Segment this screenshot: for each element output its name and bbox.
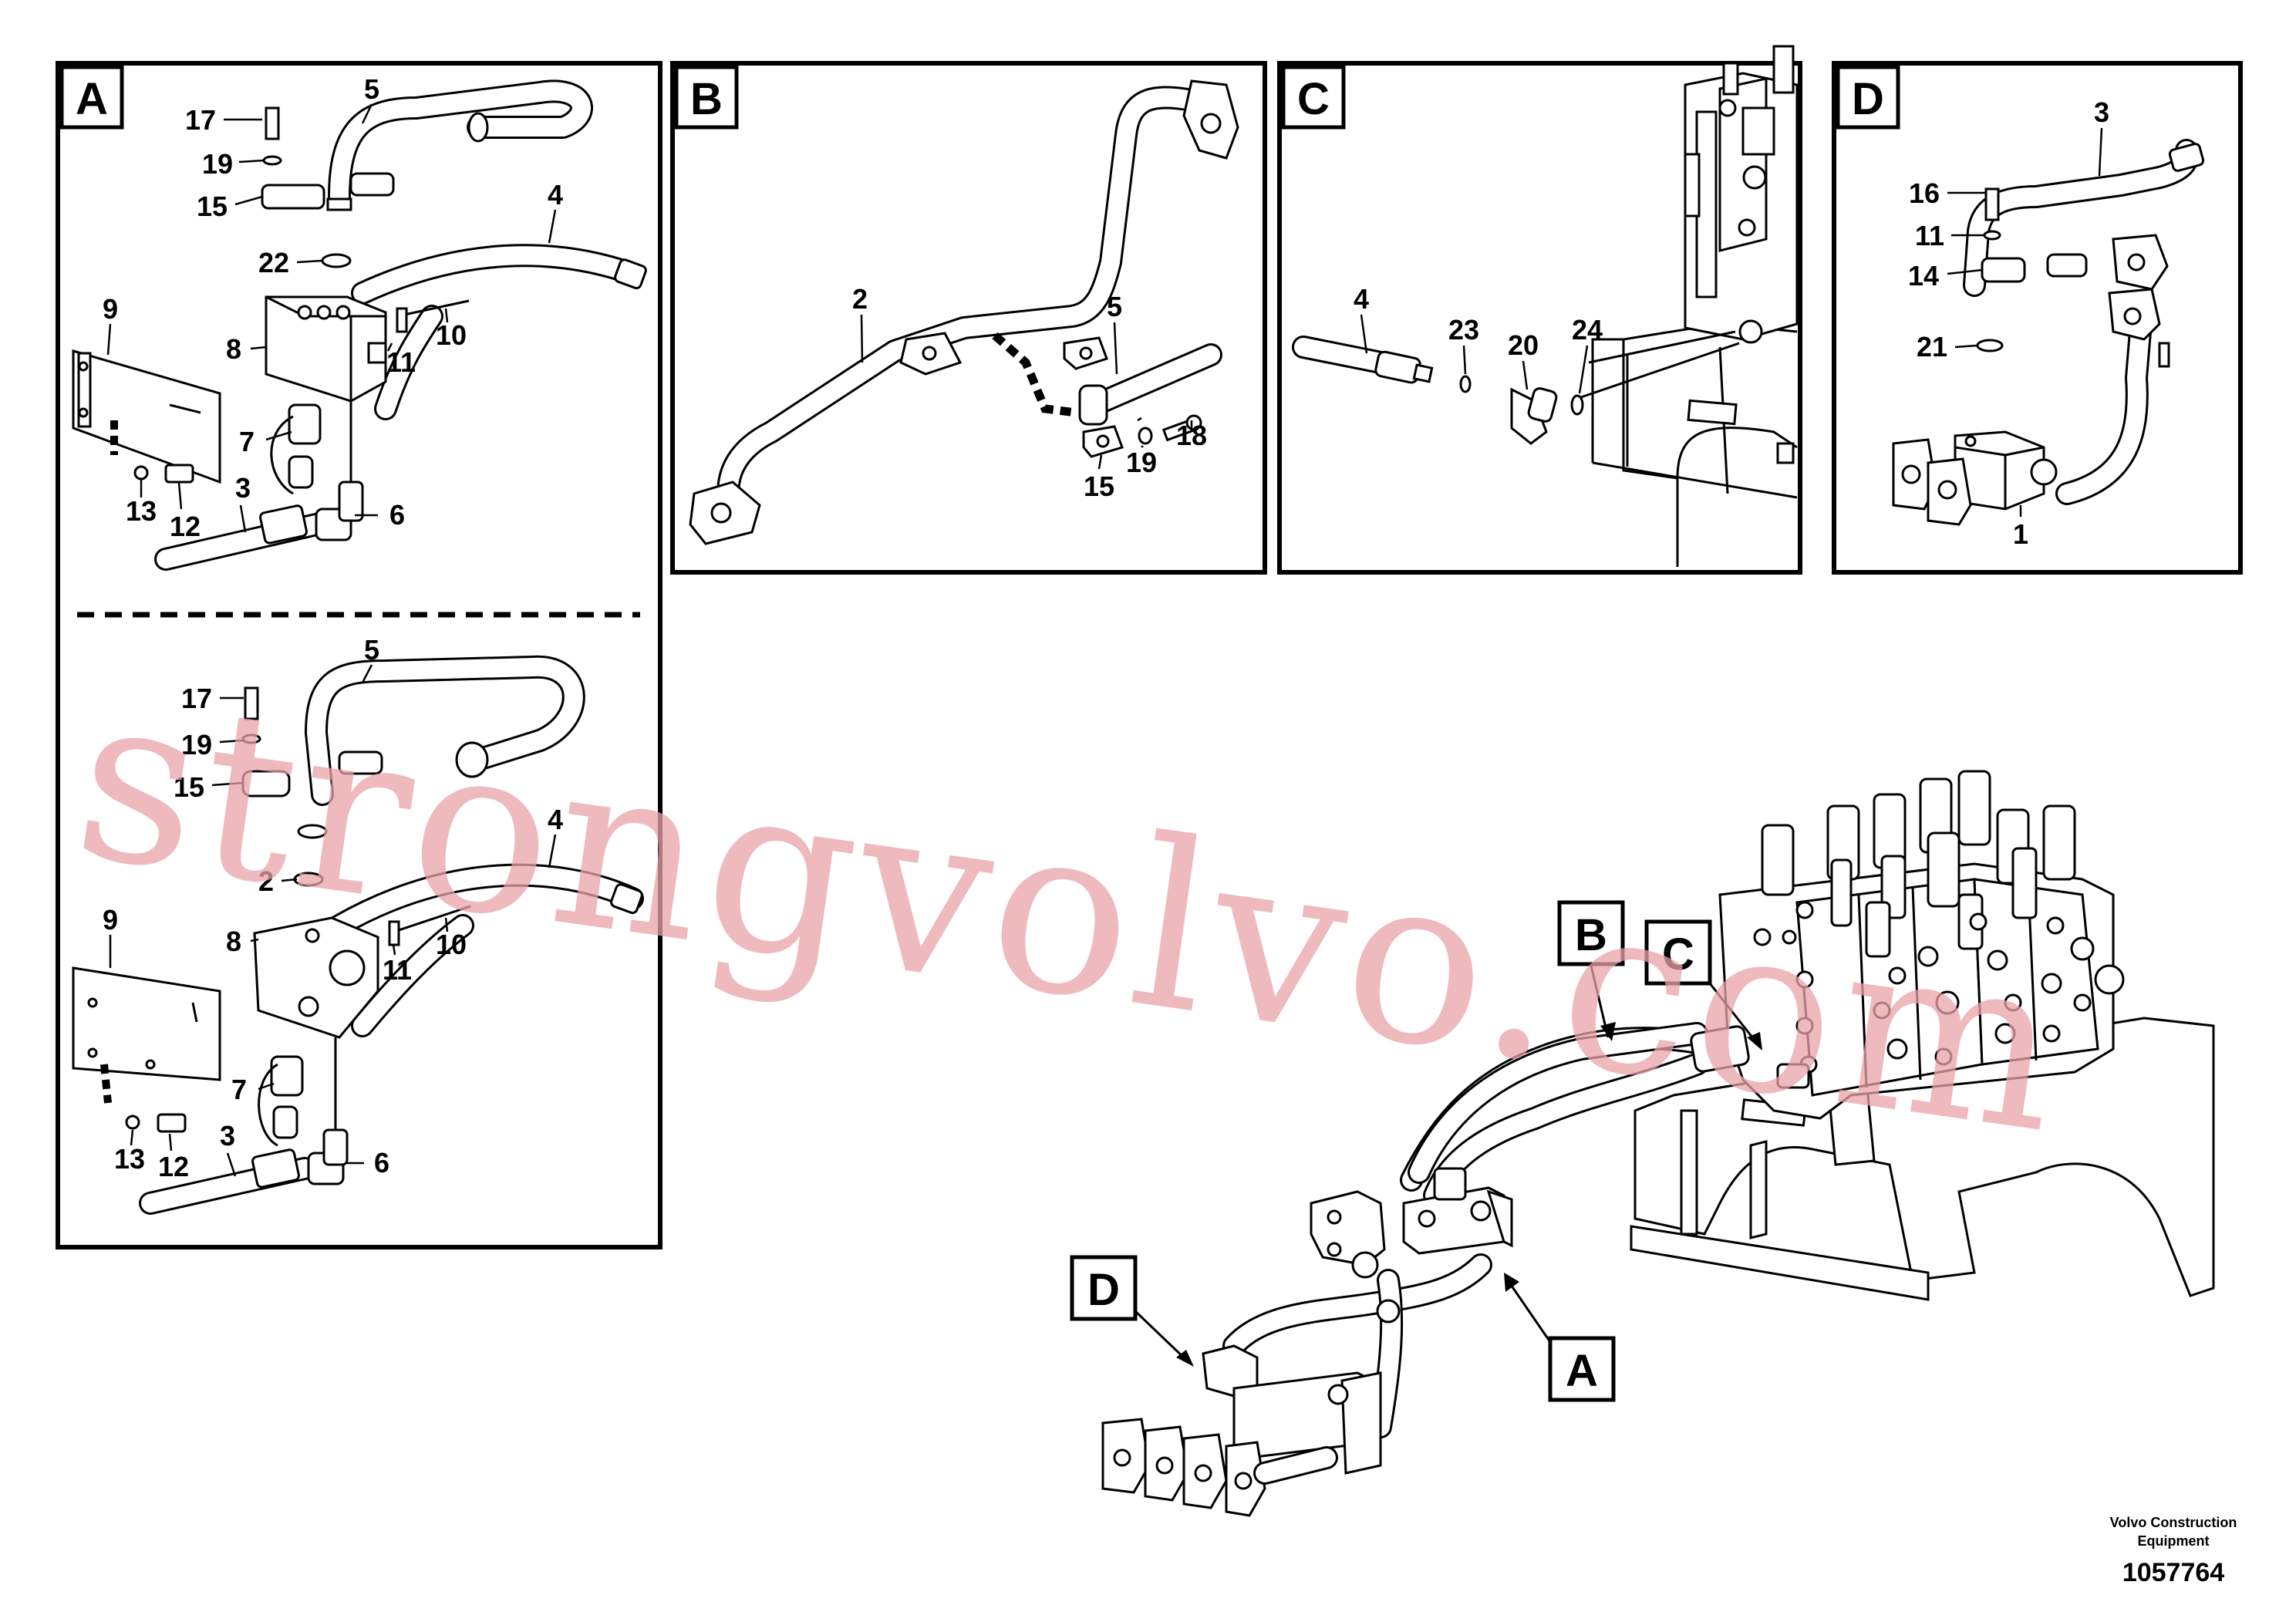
footer-company-line1: Volvo Construction [2110, 1515, 2237, 1530]
main-assembly [1101, 770, 2215, 1517]
callout: 8 [226, 333, 241, 365]
a-bottom-callouts: 5 17 19 15 4 2 9 8 11 10 7 3 13 [103, 634, 563, 1182]
callout: 20 [1508, 329, 1539, 361]
d-callouts: 3 16 11 14 21 1 [1908, 96, 2109, 550]
callout: 22 [258, 247, 289, 278]
callout: 13 [126, 495, 157, 527]
callout: 4 [1354, 283, 1369, 315]
callout: 15 [174, 771, 204, 803]
callout: 11 [1915, 220, 1944, 251]
callout: 19 [202, 148, 233, 180]
panel-a-tag [59, 65, 124, 130]
callout: 3 [220, 1120, 235, 1152]
callout: 3 [2094, 96, 2109, 128]
callout: 12 [158, 1151, 189, 1182]
callout: 10 [436, 319, 467, 351]
callout: 14 [1908, 260, 1939, 292]
valve-details [1753, 901, 2125, 1089]
main-tag-d-label: D [1087, 1265, 1120, 1315]
panel-d-tag [1836, 65, 1900, 130]
panel-b-tag [674, 65, 739, 130]
callout: 5 [364, 73, 379, 105]
a-bottom-drawing [72, 655, 644, 1215]
callout: 1 [2013, 518, 2028, 550]
panel-d-tag-label: D [1852, 74, 1884, 124]
callout: 23 [1448, 314, 1479, 346]
callout: 19 [181, 729, 212, 760]
callout: 7 [239, 426, 255, 457]
callout: 15 [1084, 470, 1114, 502]
a-top-callouts: 17 5 19 15 22 4 9 8 11 10 7 3 13 [103, 73, 563, 542]
main-tag-a [1548, 1336, 1616, 1402]
main-tag-b [1557, 900, 1625, 966]
callout: 9 [103, 904, 118, 936]
callout: 11 [383, 954, 412, 986]
valve-spools [1761, 770, 2076, 958]
callout: 13 [114, 1143, 145, 1175]
main-view-tags: B C D A [1070, 900, 1762, 1402]
a-top-drawing [72, 79, 647, 571]
d-drawing [1892, 139, 2205, 526]
watermark: strongvolvo.com [62, 640, 2080, 1185]
panel-c-frame [1277, 61, 1802, 575]
callout: 7 [231, 1074, 247, 1105]
callout: 9 [103, 293, 118, 325]
callout: 2 [852, 283, 868, 315]
callout: 6 [389, 499, 405, 531]
callout: 24 [1572, 314, 1603, 346]
panel-a-tag-label: A [76, 74, 108, 124]
callout: 21 [1917, 331, 1947, 363]
panel-b: B 2 5 18 [670, 61, 1267, 575]
panel-c-tag-label: C [1297, 74, 1330, 124]
footer-company-line2: Equipment [2138, 1533, 2210, 1549]
panel-b-frame [670, 61, 1267, 575]
panel-d: D 3 [1832, 61, 2243, 575]
b-callouts: 2 5 18 19 15 [852, 283, 1207, 502]
callout: 10 [436, 929, 467, 960]
main-tag-a-label: A [1566, 1346, 1598, 1396]
callout: 17 [181, 683, 212, 714]
callout: 3 [235, 472, 251, 504]
main-tag-c [1644, 919, 1712, 986]
callout: 11 [386, 346, 416, 378]
b-drawing [689, 79, 1239, 545]
panel-a-frame [56, 61, 663, 1249]
callout: 15 [197, 191, 228, 222]
callout: 5 [364, 634, 379, 666]
main-tag-d [1070, 1255, 1138, 1321]
callout: 6 [374, 1147, 389, 1179]
drawing-number: 1057764 [2122, 1558, 2224, 1587]
panel-c-tag [1281, 65, 1346, 130]
main-tag-c-label: C [1662, 929, 1694, 980]
main-tag-b-label: B [1575, 910, 1607, 960]
c-drawing [1292, 45, 1799, 567]
callout: 16 [1909, 177, 1940, 209]
callout: 17 [185, 104, 216, 136]
callout: 4 [548, 179, 563, 211]
callout: 4 [548, 804, 563, 835]
footer: Volvo Construction Equipment 1057764 [2110, 1515, 2237, 1587]
panel-a: A [56, 61, 663, 1249]
callout: 5 [1107, 291, 1122, 322]
panel-b-tag-label: B [690, 74, 723, 124]
callout: 12 [170, 511, 201, 542]
panel-c: C [1277, 45, 1802, 575]
callout: 19 [1126, 447, 1157, 478]
panel-d-frame [1832, 61, 2243, 575]
callout: 8 [226, 926, 241, 957]
callout: 2 [258, 865, 274, 897]
c-callouts: 4 23 20 24 [1354, 283, 1603, 394]
